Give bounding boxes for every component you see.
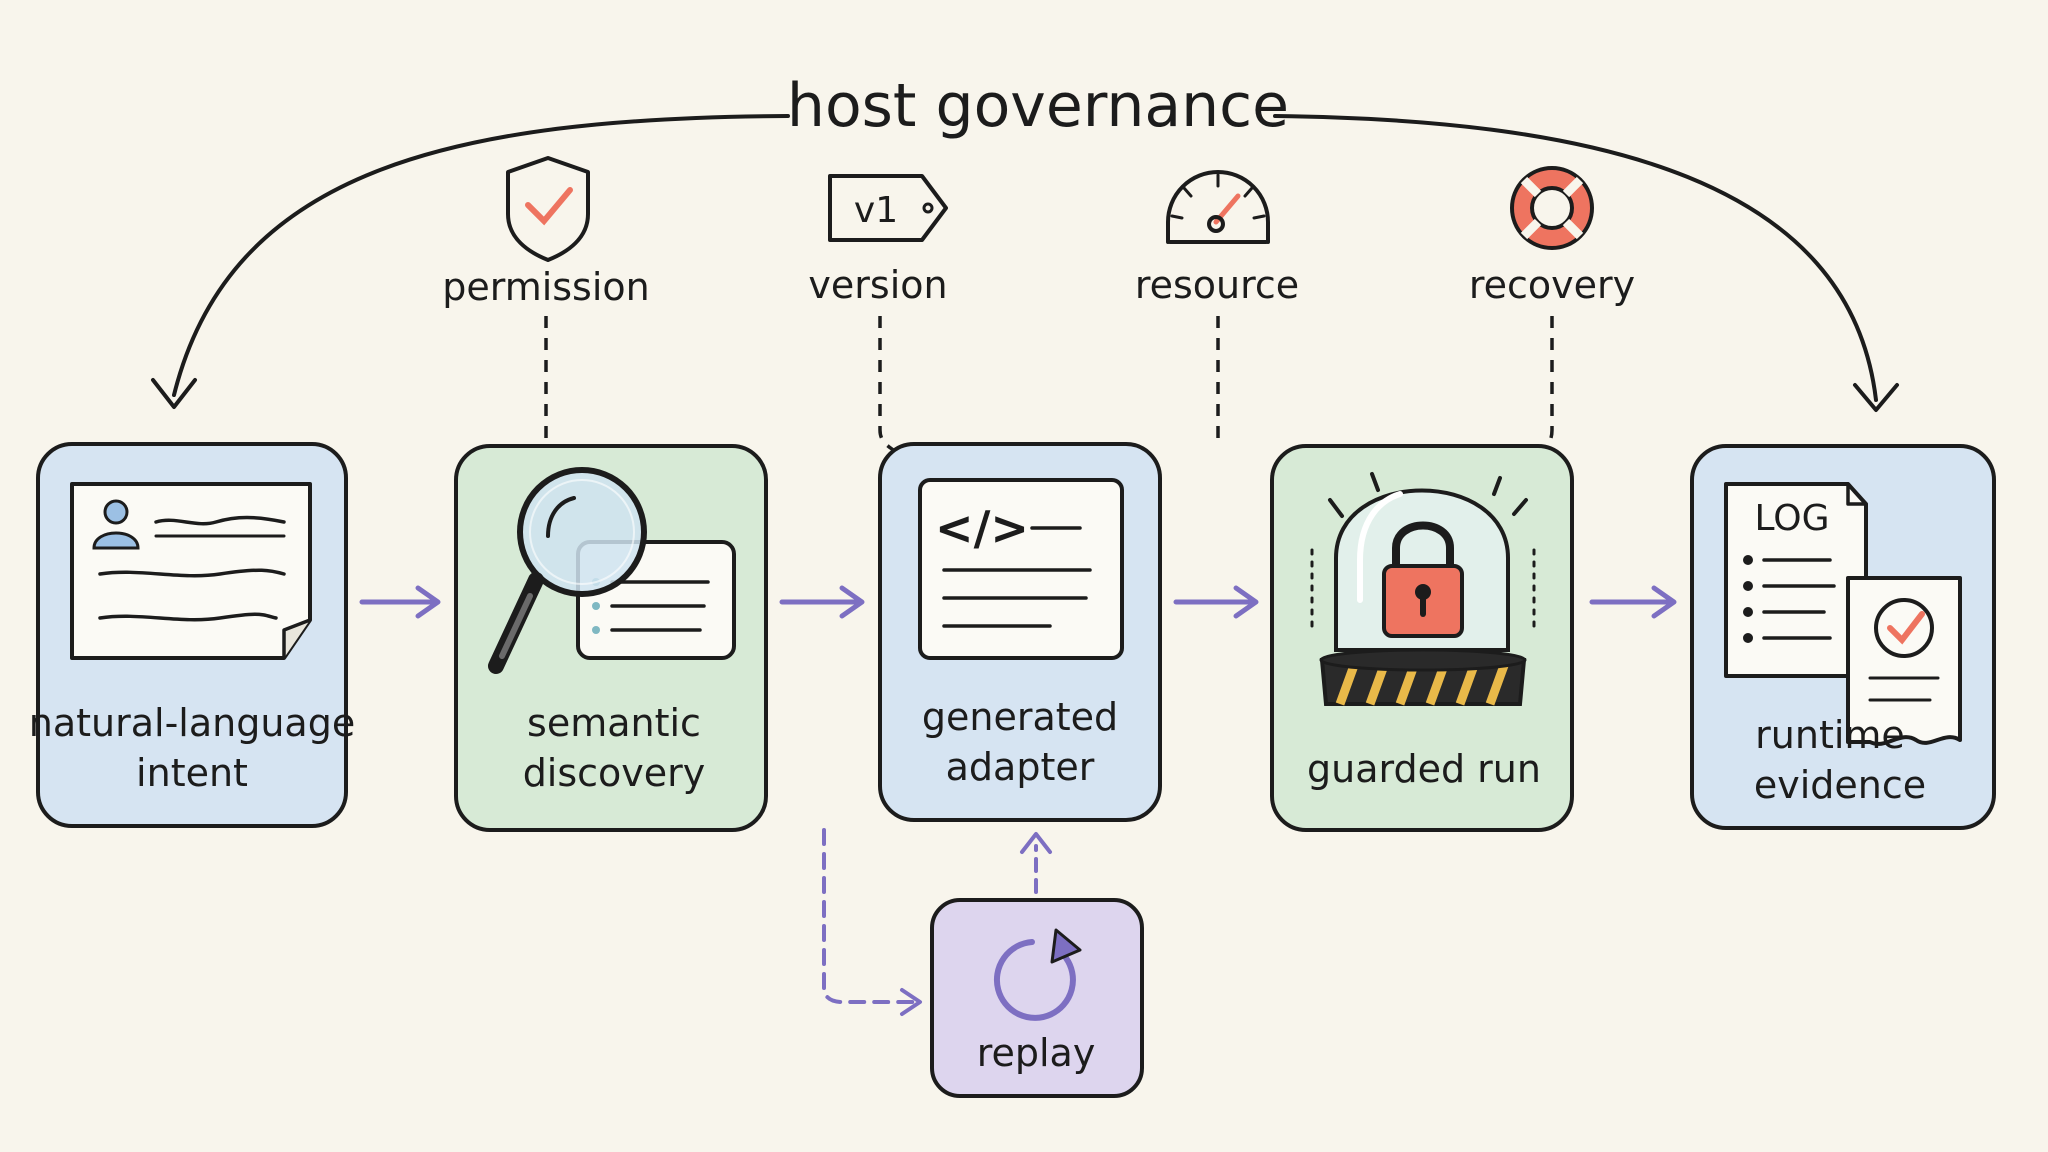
flow-arrows [359,585,1677,619]
log-document-icon: LOG [1724,482,1962,746]
stage-label-guarded-run: guarded run [1307,747,1541,791]
governance-arrowhead-right [1853,383,1899,412]
log-text: LOG [1754,498,1829,539]
code-symbol: </> [935,501,1029,555]
user-document-icon [70,482,312,660]
magnifier-icon [488,467,736,674]
replay-arrowhead-in [900,988,922,1016]
stage-label-discovery-line2: discovery [523,751,706,795]
governance-connectors [544,316,1554,454]
stage-label-adapter-line2: adapter [946,745,1095,789]
diagram-title: host governance [787,71,1289,141]
stage-label-discovery-line1: semantic [527,701,701,745]
flow-arrow-3 [1173,585,1259,619]
governance-label-resource: resource [1135,263,1299,307]
replay-return-arrowhead [1020,832,1052,854]
governance-label-permission: permission [442,265,650,309]
replay-label: replay [977,1031,1096,1075]
governance-arc-right [1273,114,1878,402]
flow-arrow-4 [1589,585,1677,619]
flow-arrow-1 [359,585,441,619]
replay-box [930,898,1144,1098]
governance-label-recovery: recovery [1469,263,1635,307]
stage-label-intent-line2: intent [136,751,248,795]
governance-arrowhead-left [151,378,197,409]
lock-dome-icon [1310,472,1536,706]
version-tag-text: v1 [854,190,898,231]
flow-arrow-2 [779,585,865,619]
stage-label-adapter-line1: generated [922,695,1118,739]
stage-label-intent-line1: natural-language [29,701,355,745]
version-tag-icon: v1 [828,174,948,242]
replay-dashed-arrow [822,828,920,1004]
governance-label-version: version [808,263,947,307]
code-icon: </> [918,478,1124,660]
refresh-icon [993,928,1082,1021]
governance-arc-left [172,114,790,397]
lifebuoy-icon [1510,166,1594,250]
gauge-icon [1166,170,1270,244]
stage-label-evidence-line1: runtime [1755,713,1905,757]
shield-check-icon [506,156,590,262]
stage-label-evidence-line2: evidence [1754,763,1926,807]
